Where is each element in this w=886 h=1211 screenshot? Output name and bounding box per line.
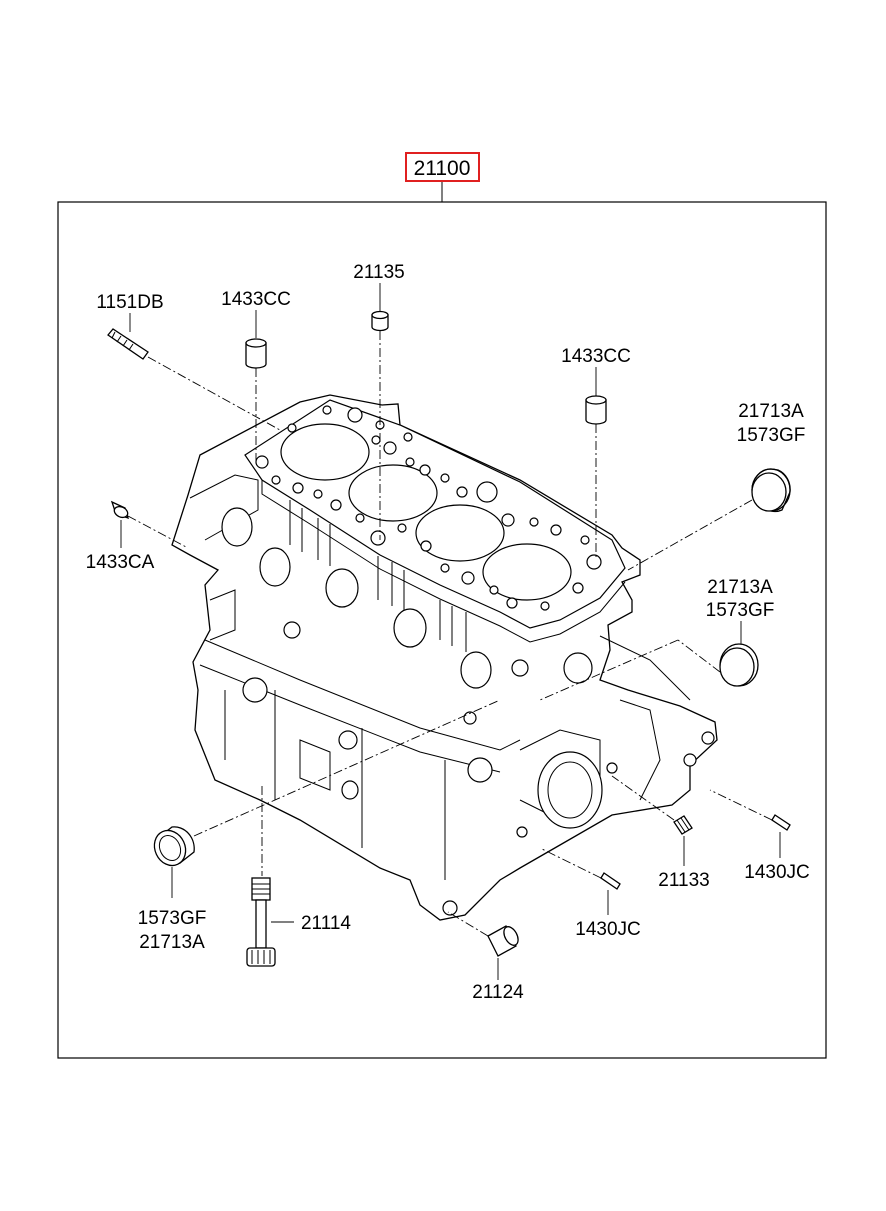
assembly-part-number: 21100	[414, 157, 471, 180]
callout-1433CC-left[interactable]: 1433CC	[221, 289, 291, 310]
cylinder-bore-3	[415, 504, 505, 562]
callout-1430JC-right[interactable]: 1430JC	[744, 862, 810, 883]
side-bore-3	[325, 568, 359, 608]
cylinder-bore-4	[482, 543, 572, 601]
core-plug-low[interactable]	[149, 825, 195, 870]
rear-main-bore-inner	[547, 761, 593, 819]
side-hole-3	[341, 780, 359, 800]
callout-21124[interactable]: 21124	[472, 982, 524, 1003]
stud-1151DB[interactable]	[107, 328, 149, 360]
dowel-1433CC-left[interactable]	[245, 338, 267, 369]
callout-21713A-mid[interactable]: 21713A	[707, 577, 773, 598]
bolt-21114[interactable]	[246, 877, 276, 967]
callout-1151DB[interactable]: 1151DB	[96, 292, 163, 313]
callout-labels: 1151DB 1433CC 21135 1433CC 21713A 1573GF…	[86, 262, 810, 1003]
side-bore-2	[259, 547, 291, 587]
cylinder-bore-1	[280, 423, 370, 481]
flange-hole-2	[701, 731, 715, 745]
callout-1433CC-right[interactable]: 1433CC	[561, 346, 631, 367]
plug-21135[interactable]	[371, 310, 389, 332]
block-ribs	[189, 474, 691, 880]
assembly-part-number-callout[interactable]: 21100	[405, 152, 480, 182]
assembly-highlight-box	[405, 152, 480, 182]
dowel-1433CA[interactable]	[110, 500, 129, 520]
core-plug-mid[interactable]	[719, 643, 759, 687]
side-bore-4	[393, 608, 427, 648]
sleeve-21124[interactable]	[487, 924, 521, 957]
side-bore-9	[467, 757, 493, 783]
callout-1573GF-mid[interactable]: 1573GF	[706, 600, 775, 621]
dowel-1433CC-right[interactable]	[585, 395, 607, 425]
flange-hole-3	[442, 900, 458, 916]
pin-1430JC-left[interactable]	[600, 872, 621, 890]
side-bore-7	[242, 677, 268, 703]
side-bore-6	[563, 652, 593, 684]
callout-21114[interactable]: 21114	[301, 913, 351, 934]
side-hole-2	[283, 621, 301, 639]
cylinder-block	[171, 394, 718, 921]
core-plug-top[interactable]	[751, 468, 791, 513]
plug-21133[interactable]	[673, 815, 693, 835]
side-hole-1	[463, 711, 477, 725]
callout-1573GF-top[interactable]: 1573GF	[737, 425, 806, 446]
callout-21713A-top[interactable]: 21713A	[738, 401, 804, 422]
side-bore-5	[460, 651, 492, 689]
flange-hole-4	[516, 826, 528, 838]
leader-lines	[120, 283, 781, 980]
callout-21713A-low[interactable]: 21713A	[139, 932, 205, 953]
flange-hole-5	[606, 762, 618, 774]
callout-1573GF-low[interactable]: 1573GF	[138, 908, 207, 929]
cylinder-bore-2	[348, 464, 438, 522]
deck-edge	[261, 480, 626, 643]
callout-21135[interactable]: 21135	[353, 262, 404, 283]
flange-hole-1	[683, 753, 697, 767]
pin-1430JC-right[interactable]	[771, 814, 791, 831]
side-bore-8	[338, 730, 358, 750]
callout-1433CA[interactable]: 1433CA	[86, 552, 155, 573]
side-bore-1	[221, 507, 253, 547]
callout-1430JC-left[interactable]: 1430JC	[575, 919, 641, 940]
callout-21133[interactable]: 21133	[658, 870, 709, 891]
deck-holes	[255, 405, 602, 611]
side-hole-4	[511, 659, 529, 677]
